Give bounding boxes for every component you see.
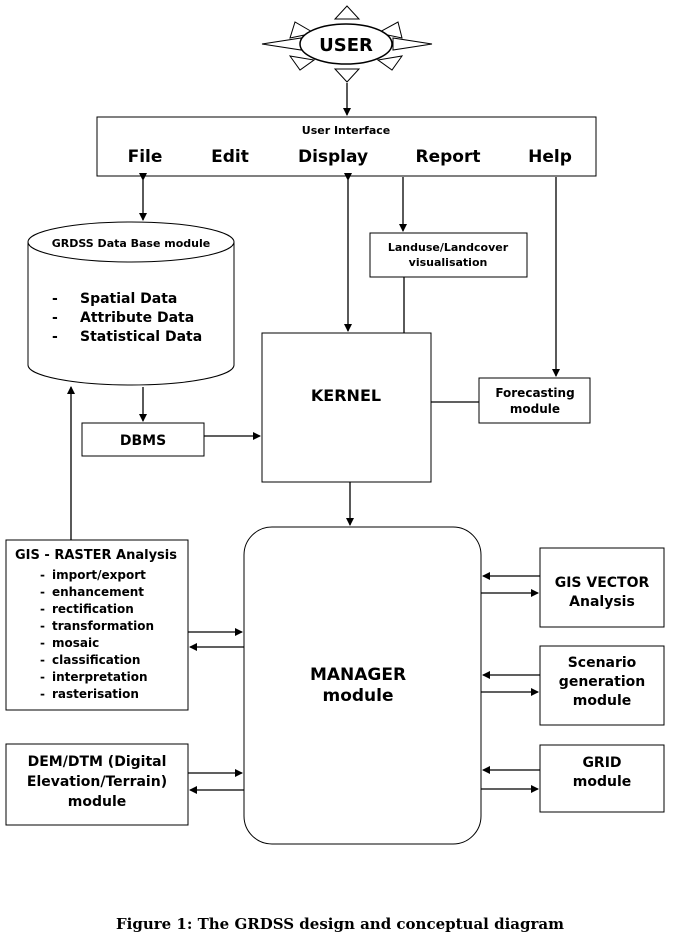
- forecasting-line-1: Forecasting: [495, 386, 574, 400]
- raster-item: mosaic: [52, 636, 99, 650]
- raster-bullet: -: [40, 670, 45, 684]
- manager-line-1: MANAGER: [310, 665, 406, 685]
- landuse-line-2: visualisation: [409, 256, 488, 269]
- forecasting-box: Forecasting module: [478, 377, 591, 424]
- dem-line-1: DEM/DTM (Digital: [28, 754, 167, 770]
- raster-item: import/export: [52, 568, 146, 582]
- dbms-box: DBMS: [81, 422, 205, 457]
- forecasting-line-2: module: [510, 402, 560, 416]
- raster-item: rasterisation: [52, 687, 139, 701]
- grid-line-1: GRID: [582, 755, 621, 771]
- raster-bullet: -: [40, 687, 45, 701]
- user-ellipse: [299, 23, 393, 65]
- database-bullet: -: [52, 291, 58, 307]
- raster-bullet: -: [40, 636, 45, 650]
- database-bullet: -: [52, 310, 58, 326]
- dem-line-3: module: [68, 794, 127, 810]
- user-ray: [261, 37, 302, 51]
- menu-file[interactable]: File: [128, 147, 163, 167]
- landuse-line-1: Landuse/Landcover: [388, 241, 509, 254]
- raster-title: GIS - RASTER Analysis: [15, 548, 177, 563]
- grid-box: GRID module: [539, 744, 665, 813]
- menu-report[interactable]: Report: [416, 147, 481, 167]
- user-interface-box: User Interface File Edit Display Report …: [96, 116, 597, 177]
- raster-bullet: -: [40, 568, 45, 582]
- raster-bullet: -: [40, 602, 45, 616]
- user-ray: [392, 37, 433, 51]
- menu-edit[interactable]: Edit: [211, 147, 249, 167]
- kernel-box: KERNEL: [261, 332, 432, 483]
- dem-line-2: Elevation/Terrain): [27, 774, 167, 790]
- database-item-spatial: Spatial Data: [80, 291, 177, 307]
- user-node: USER: [261, 5, 433, 83]
- scenario-line-1: Scenario: [568, 655, 637, 671]
- figure-caption-text: : The GRDSS design and conceptual diagra…: [186, 915, 564, 933]
- raster-bullet: -: [40, 585, 45, 599]
- scenario-box: Scenario generation module: [539, 645, 665, 726]
- scenario-line-3: module: [573, 693, 632, 709]
- gis-vector-box: GIS VECTOR Analysis: [539, 547, 665, 628]
- raster-item: rectification: [52, 602, 134, 616]
- gis-vector-line-2: Analysis: [569, 594, 635, 610]
- gis-vector-line-1: GIS VECTOR: [555, 575, 650, 591]
- manager-line-2: module: [322, 686, 393, 706]
- database-cylinder: GRDSS Data Base module - Spatial Data - …: [27, 221, 235, 386]
- dem-box: DEM/DTM (Digital Elevation/Terrain) modu…: [5, 743, 189, 826]
- database-title: GRDSS Data Base module: [52, 237, 210, 250]
- raster-item: classification: [52, 653, 140, 667]
- user-ray: [333, 5, 361, 20]
- user-label: USER: [319, 35, 373, 56]
- raster-item: transformation: [52, 619, 154, 633]
- raster-bullet: -: [40, 619, 45, 633]
- database-item-attribute: Attribute Data: [80, 310, 194, 326]
- scenario-line-2: generation: [559, 674, 645, 690]
- grid-line-2: module: [573, 774, 632, 790]
- raster-item: enhancement: [52, 585, 144, 599]
- dbms-label: DBMS: [120, 433, 166, 449]
- raster-box: GIS - RASTER Analysis - import/export - …: [5, 539, 189, 711]
- connectors: [67, 83, 560, 794]
- raster-item: interpretation: [52, 670, 148, 684]
- figure-caption-prefix: Figure 1: [116, 915, 187, 933]
- menu-display[interactable]: Display: [298, 147, 368, 167]
- menu-help[interactable]: Help: [528, 147, 572, 167]
- database-item-statistical: Statistical Data: [80, 329, 202, 345]
- user-ray: [333, 68, 361, 83]
- user-interface-title: User Interface: [302, 124, 390, 137]
- user-ray: [376, 55, 404, 71]
- landuse-box: Landuse/Landcover visualisation: [369, 232, 528, 278]
- figure-caption: Figure 1: The GRDSS design and conceptua…: [0, 915, 680, 933]
- user-ray: [288, 55, 316, 71]
- database-bullet: -: [52, 329, 58, 345]
- manager-box: MANAGER module: [243, 526, 482, 845]
- raster-bullet: -: [40, 653, 45, 667]
- kernel-label: KERNEL: [311, 386, 381, 405]
